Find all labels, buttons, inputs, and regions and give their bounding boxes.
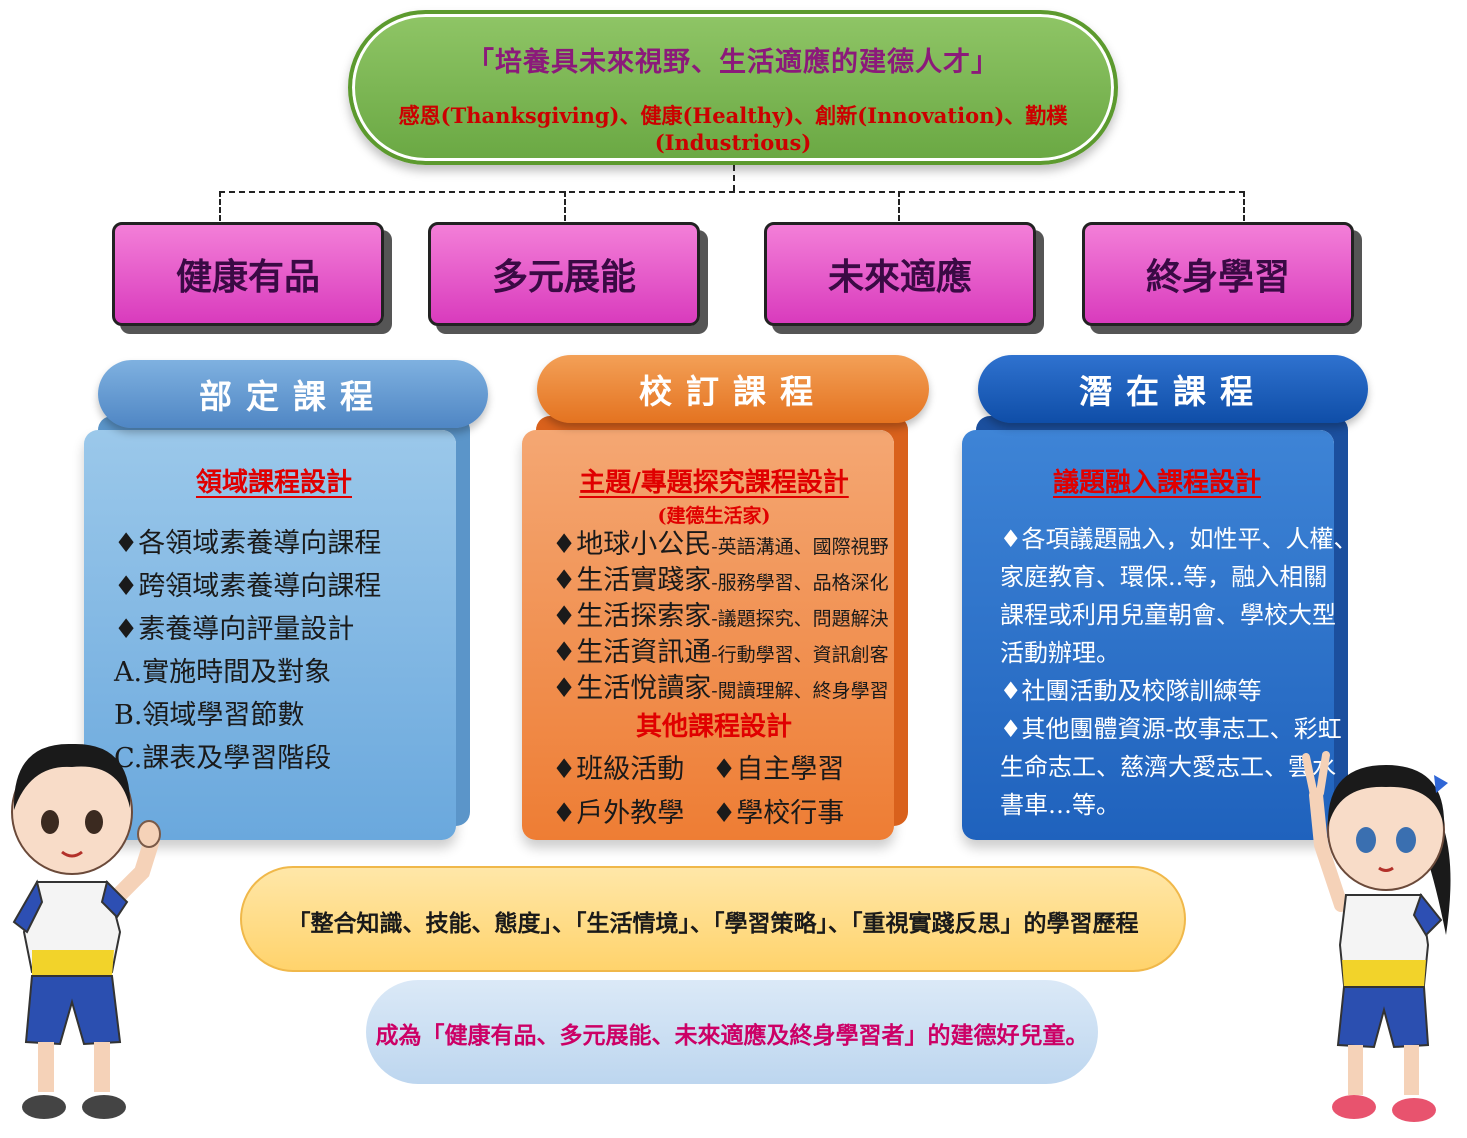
panel-school-list: ♦地球小公民-英語溝通、國際視野 ♦生活實踐家-服務學習、品格深化 ♦生活探索家… xyxy=(552,528,889,708)
grid-item: ♦自主學習 xyxy=(712,754,845,785)
learning-process-text: 「整合知識、技能、態度」、「生活情境」、「學習策略」、「重視實踐反思」的學習歷程 xyxy=(287,910,1139,937)
list-item: ♦生活資訊通-行動學習、資訊創客 xyxy=(552,637,889,668)
list-item: B.領域學習節數 xyxy=(114,700,305,731)
connector-goal-3 xyxy=(898,191,900,221)
list-item: ♦地球小公民-英語溝通、國際視野 xyxy=(552,529,889,560)
panel-school-tab: 校訂課程 xyxy=(537,355,929,423)
panel-school-subheading: (建德生活家) xyxy=(657,505,771,527)
list-item: ♦各領域素養導向課程 xyxy=(114,528,382,559)
panel-hidden-heading: 議題融入課程設計 xyxy=(1052,468,1261,498)
vision-title: 「培養具未來視野、生活適應的建德人才」 xyxy=(467,47,999,78)
vision-banner xyxy=(348,10,1118,165)
goal-box-future: 未來適應 xyxy=(764,222,1036,326)
list-item: 課程或利用兒童朝會、學校大型 xyxy=(1000,601,1336,629)
list-item: 生命志工、慈濟大愛志工、雲水 xyxy=(1000,753,1336,781)
panel-hidden-tab: 潛在課程 xyxy=(978,355,1368,423)
learning-process-bar xyxy=(240,866,1186,972)
list-item: ♦其他團體資源-故事志工、彩虹 xyxy=(1000,715,1342,743)
list-item: ♦生活探索家-議題探究、問題解決 xyxy=(552,601,889,632)
student-goal-text: 成為「健康有品、多元展能、未來適應及終身學習者」的建德好兒童。 xyxy=(375,1022,1089,1049)
girl-illustration xyxy=(1302,751,1451,1122)
goal-box-lifelong: 終身學習 xyxy=(1082,222,1354,326)
goal-box-talent: 多元展能 xyxy=(428,222,700,326)
list-item: C.課表及學習階段 xyxy=(114,743,332,774)
vision-values: 感恩(Thanksgiving)、健康(Healthy)、創新(Innovati… xyxy=(398,103,1068,155)
connector-goal-2 xyxy=(564,191,566,221)
list-item: 書車…等。 xyxy=(1000,791,1120,819)
list-item: ♦各項議題融入，如性平、人權、 xyxy=(1000,525,1358,553)
list-item: ♦素養導向評量設計 xyxy=(114,614,355,645)
panel-hidden-list: ♦各項議題融入，如性平、人權、 家庭教育、環保..等，融入相關 課程或利用兒童朝… xyxy=(1000,520,1358,824)
panel-hidden-course xyxy=(962,430,1334,840)
panel-required-tab: 部定課程 xyxy=(98,360,488,428)
panel-required-course xyxy=(84,430,456,840)
list-item: 活動辦理。 xyxy=(1000,639,1120,667)
boy-illustration xyxy=(11,743,161,1119)
panel-school-heading: 主題/專題探究課程設計 xyxy=(579,468,849,498)
list-item: ♦跨領域素養導向課程 xyxy=(114,571,382,602)
student-goal-bar xyxy=(366,980,1098,1084)
list-item: ♦生活實踐家-服務學習、品格深化 xyxy=(552,565,889,596)
list-item: A.實施時間及對象 xyxy=(114,657,332,688)
grid-item: ♦戶外教學 xyxy=(552,798,685,829)
connector-goal-4 xyxy=(1243,191,1245,221)
panel-school-heading2: 其他課程設計 xyxy=(635,712,792,742)
grid-item: ♦班級活動 xyxy=(552,754,685,785)
goal-box-health: 健康有品 xyxy=(112,222,384,326)
panel-required-list: ♦各領域素養導向課程 ♦跨領域素養導向課程 ♦素養導向評量設計 A.實施時間及對… xyxy=(114,522,381,780)
list-item: ♦生活悅讀家-閱讀理解、終身學習 xyxy=(552,673,889,704)
panel-required-heading: 領域課程設計 xyxy=(195,468,352,498)
connector-horizontal xyxy=(219,191,1245,193)
list-item: ♦社團活動及校隊訓練等 xyxy=(1000,677,1262,705)
connector-goal-1 xyxy=(219,191,221,221)
list-item: 家庭教育、環保..等，融入相關 xyxy=(1000,563,1328,591)
grid-item: ♦學校行事 xyxy=(712,798,845,829)
connector-trunk xyxy=(733,165,735,191)
panel-school-course xyxy=(522,430,894,840)
